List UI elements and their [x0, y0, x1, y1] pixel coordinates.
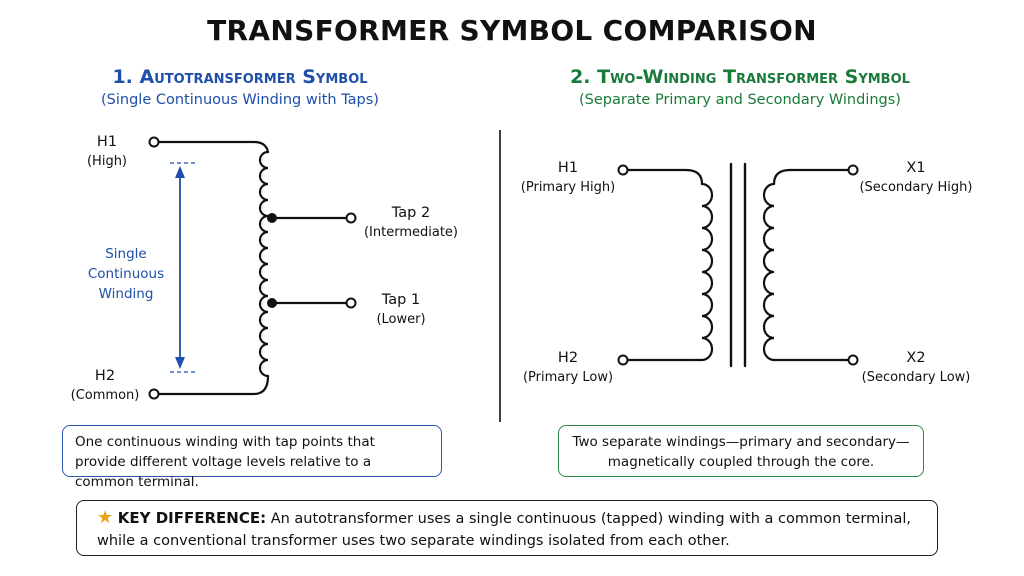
tw-x1-desc: (Secondary High)	[859, 180, 973, 195]
auto-h2-name: H2	[94, 368, 116, 384]
autotransformer-heading: 1. Autotransformer Symbol	[112, 66, 368, 88]
auto-coil	[258, 150, 270, 378]
tw-secondary-top-bend	[772, 168, 792, 186]
tw-h2-label: H2 (Primary Low)	[516, 348, 620, 388]
tw-primary-coil	[700, 182, 714, 362]
tw-x1-terminal	[847, 164, 859, 176]
page-title: TRANSFORMER SYMBOL COMPARISON	[207, 14, 817, 47]
auto-bottom-bend	[252, 374, 270, 396]
winding-label-line-1: Single	[105, 246, 147, 262]
winding-label: Single Continuous Winding	[82, 244, 170, 304]
autotransformer-subheading: (Single Continuous Winding with Taps)	[101, 92, 379, 108]
tw-x1-name: X1	[906, 160, 926, 176]
auto-h2-desc: (Common)	[70, 388, 140, 403]
auto-tap2-terminal	[345, 212, 357, 224]
auto-h1-name: H1	[96, 134, 118, 150]
tw-x1-label: X1 (Secondary High)	[856, 158, 976, 198]
key-difference-label: KEY DIFFERENCE:	[117, 509, 267, 527]
tw-h2-desc: (Primary Low)	[522, 370, 614, 385]
tw-h1-desc: (Primary High)	[520, 180, 616, 195]
tw-x2-label: X2 (Secondary Low)	[856, 348, 976, 388]
auto-tap1-label: Tap 1 (Lower)	[356, 290, 446, 330]
tw-primary-top-bend	[684, 168, 704, 186]
auto-h2-terminal	[148, 388, 160, 400]
tw-h2-terminal	[617, 354, 629, 366]
auto-tap1-name: Tap 1	[381, 292, 421, 308]
auto-tap2-label: Tap 2 (Intermediate)	[356, 203, 466, 243]
two-winding-subheading: (Separate Primary and Secondary Windings…	[579, 92, 901, 108]
tw-x2-desc: (Secondary Low)	[861, 370, 971, 385]
auto-tap2-name: Tap 2	[391, 205, 431, 221]
auto-tap1-junction	[267, 298, 277, 308]
auto-h1-terminal	[148, 136, 160, 148]
tw-h1-name: H1	[557, 160, 579, 176]
winding-label-line-2: Continuous	[87, 266, 165, 282]
tw-h1-label: H1 (Primary High)	[516, 158, 620, 198]
auto-h1-desc: (High)	[86, 154, 128, 169]
two-winding-note: Two separate windings—primary and second…	[558, 425, 924, 477]
tw-secondary-coil	[762, 182, 776, 362]
auto-tap2-desc: (Intermediate)	[363, 225, 458, 240]
autotransformer-note: One continuous winding with tap points t…	[62, 425, 442, 490]
auto-top-bend	[252, 140, 270, 154]
key-difference-box: ★ KEY DIFFERENCE: An autotransformer use…	[76, 500, 938, 556]
winding-label-line-3: Winding	[98, 286, 154, 302]
two-winding-heading: 2. Two-Winding Transformer Symbol	[570, 66, 910, 88]
auto-h2-label: H2 (Common)	[62, 366, 148, 406]
key-difference-text: An autotransformer uses a single continu…	[97, 511, 911, 549]
auto-tap1-desc: (Lower)	[376, 312, 426, 327]
tw-h1-terminal	[617, 164, 629, 176]
tw-x2-terminal	[847, 354, 859, 366]
star-icon: ★	[97, 507, 114, 528]
tw-h2-name: H2	[557, 350, 579, 366]
auto-h1-label: H1 (High)	[82, 132, 132, 172]
winding-arrow-up-head	[175, 166, 185, 178]
auto-tap1-terminal	[345, 297, 357, 309]
winding-arrow-down-head	[175, 357, 185, 369]
auto-tap2-junction	[267, 213, 277, 223]
tw-x2-name: X2	[906, 350, 926, 366]
